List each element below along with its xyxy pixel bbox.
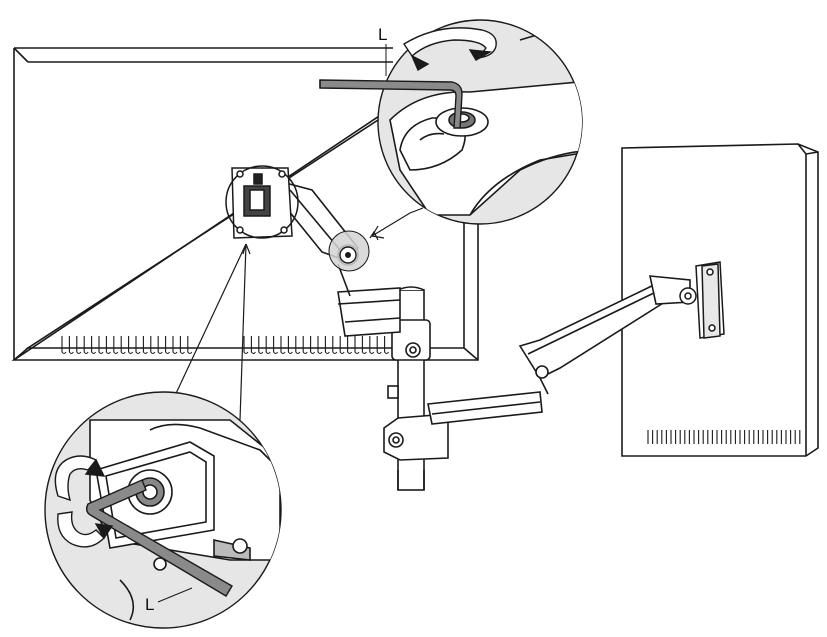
vent-slot (302, 336, 308, 355)
vent-slot (128, 336, 134, 355)
bottom-zoom-detail (44, 391, 282, 629)
vent-slot (76, 336, 82, 355)
vent-slot (310, 336, 316, 355)
vent-slot (83, 336, 89, 355)
top-tool-label: L (378, 25, 387, 44)
right-monitor-vents (647, 430, 801, 444)
vent-slot (332, 336, 338, 355)
vent-slot (265, 336, 271, 355)
vent-slot (68, 336, 74, 355)
vent-slot (354, 336, 360, 355)
vent-slot (287, 336, 293, 355)
vent-slot (187, 336, 193, 355)
vent-slot (179, 336, 185, 355)
vent-slot (98, 336, 104, 355)
vent-slot (317, 336, 323, 355)
vent-slot (165, 336, 171, 355)
vent-slot (150, 336, 156, 355)
top-allen-key-icon (319, 79, 463, 129)
vent-slot (384, 336, 390, 355)
vent-slot (172, 336, 178, 355)
vent-slot (369, 336, 375, 355)
vent-slot (347, 336, 353, 355)
bottom-allen-key-icon (85, 479, 233, 597)
leader-lines (171, 207, 424, 421)
vent-slot (339, 336, 345, 355)
bottom-label-leader (157, 587, 193, 603)
vent-slot (376, 336, 382, 355)
vent-slot (295, 336, 301, 355)
vent-slot (324, 336, 330, 355)
vent-slot (113, 336, 119, 355)
vent-slot (61, 336, 67, 355)
vent-slot (250, 336, 256, 355)
top-rotation-arrow-icon (403, 27, 497, 72)
vent-slot (258, 336, 264, 355)
vent-slot (157, 336, 163, 355)
vent-slot (91, 336, 97, 355)
vent-slot (280, 336, 286, 355)
vent-slot (142, 336, 148, 355)
vent-slot (135, 336, 141, 355)
top-zoom-detail (377, 19, 583, 225)
vent-slot (361, 336, 367, 355)
vent-slot (105, 336, 111, 355)
bottom-tool-label: L (145, 595, 154, 614)
vent-slot (120, 336, 126, 355)
vent-slot (243, 336, 249, 355)
right-vesa-plate (679, 261, 725, 339)
bottom-rotation-arrow-icon (54, 455, 114, 548)
left-vesa-plate (225, 165, 299, 239)
vent-slot (273, 336, 279, 355)
